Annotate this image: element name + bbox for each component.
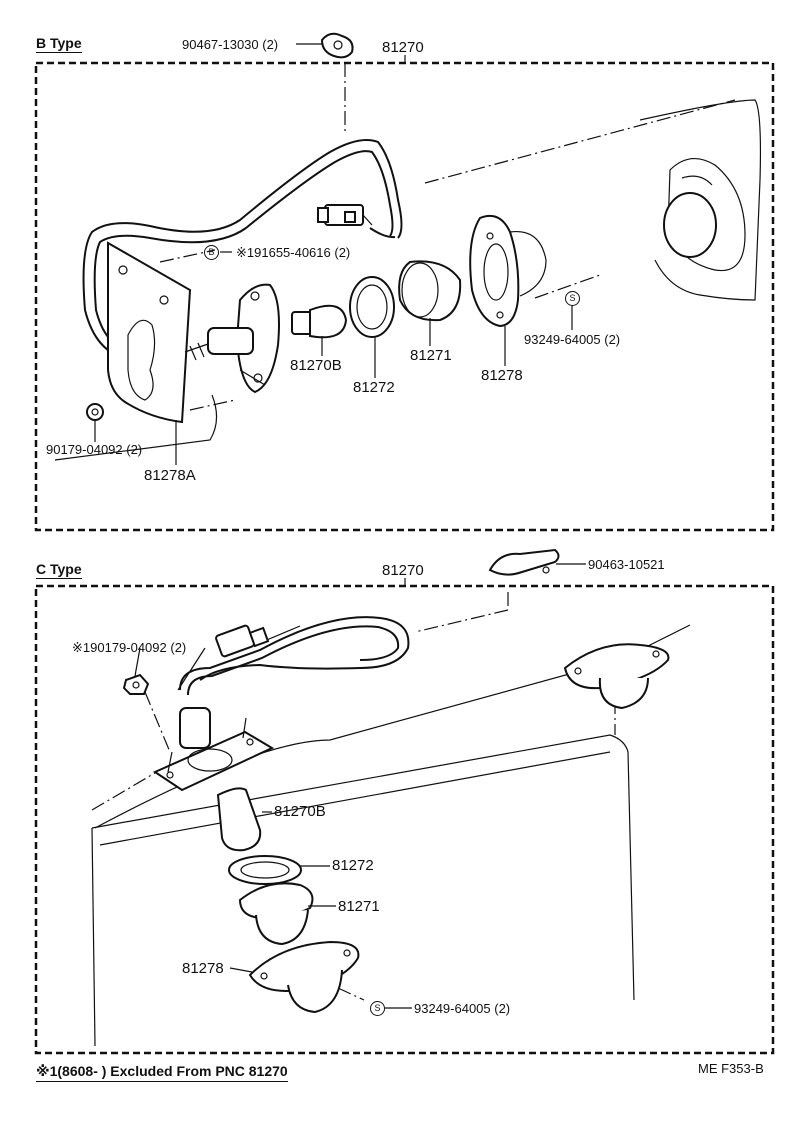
b-rear-panel-outline — [639, 99, 762, 301]
c-body-upper-outline — [91, 734, 635, 1001]
c-installed-lamp — [563, 643, 670, 710]
c-lens-label: 81271 — [338, 898, 380, 915]
b-screw-label: 93249-64005 (2) — [524, 332, 621, 347]
b-socket-assembly — [184, 283, 280, 394]
c-screw-symbol: S — [370, 1001, 385, 1016]
b-bracket — [107, 241, 192, 424]
b-clip — [86, 403, 104, 421]
c-lens — [238, 882, 314, 946]
c-socket-assembly — [152, 707, 275, 792]
c-screw-label: 93249-64005 (2) — [414, 1001, 511, 1016]
c-clamp-label: 90463-10521 — [588, 557, 665, 572]
b-type-title: B Type — [36, 35, 82, 53]
c-housing-label: 81278 — [182, 960, 224, 977]
c-clamp-icon — [488, 548, 560, 576]
c-nut — [122, 673, 150, 695]
c-bulb — [216, 787, 262, 852]
b-connector-screw-label: 90467-13030 (2) — [182, 37, 279, 52]
c-body-left-outline — [91, 827, 96, 1047]
c-housing — [248, 940, 360, 1014]
c-assembly-pnc: 81270 — [382, 562, 424, 579]
c-nut-label: ※190179-04092 (2) — [72, 640, 187, 655]
b-connector-screw-icon — [320, 32, 354, 59]
b-lens-label: 81271 — [410, 347, 452, 364]
b-wire-connector — [317, 204, 373, 226]
b-housing-label: 81278 — [481, 367, 523, 384]
b-clip-label: 90179-04092 (2) — [46, 442, 143, 457]
b-bulb-label: 81270B — [290, 357, 342, 374]
b-socket-part-label: ※191655-40616 (2) — [236, 245, 351, 260]
c-gasket — [228, 855, 302, 885]
b-bracket-label: 81278A — [144, 467, 196, 484]
b-socket-symbol: B — [204, 245, 219, 260]
c-type-drawing — [34, 548, 775, 1055]
c-type-title: C Type — [36, 561, 82, 579]
b-housing — [469, 214, 547, 328]
b-wire-harness — [82, 139, 403, 361]
c-gasket-label: 81272 — [332, 857, 374, 874]
b-installed-lamp — [663, 158, 746, 272]
b-gasket-label: 81272 — [353, 379, 395, 396]
b-screw-symbol: S — [565, 291, 580, 306]
b-gasket — [349, 276, 395, 338]
b-type-drawing — [34, 32, 775, 532]
c-bulb-label: 81270B — [274, 803, 326, 820]
footer-figure-code: ME F353-B — [698, 1061, 764, 1076]
footer-exclusion-note: ※1(8608- ) Excluded From PNC 81270 — [36, 1064, 288, 1082]
b-assembly-pnc: 81270 — [382, 39, 424, 56]
b-body-panel-outline — [54, 394, 218, 461]
c-wire-harness — [179, 616, 410, 696]
c-wire-connector — [215, 624, 270, 658]
b-bulb — [291, 304, 348, 339]
b-lens — [398, 260, 462, 322]
